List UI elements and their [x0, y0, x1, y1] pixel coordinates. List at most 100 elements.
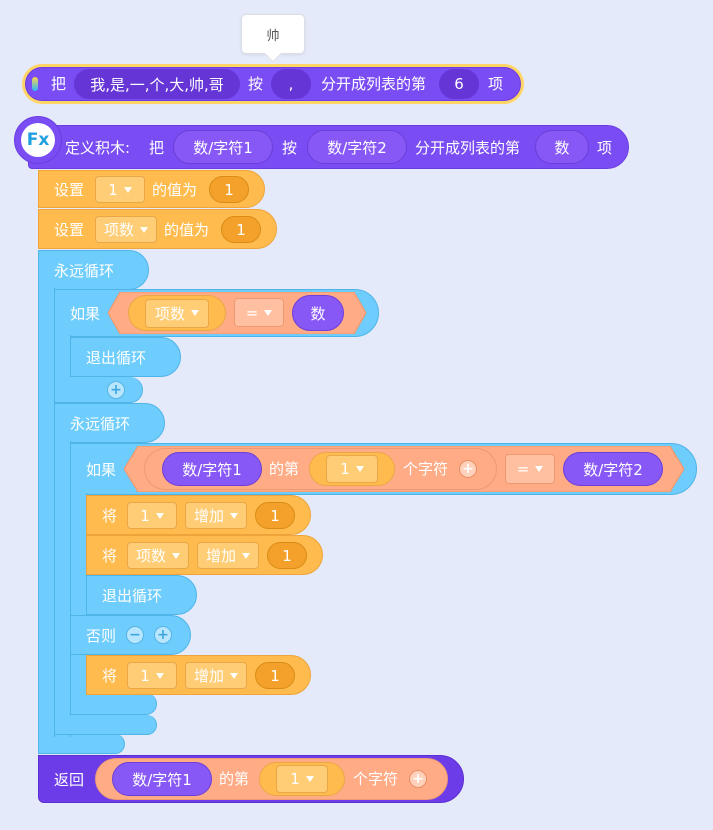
- change2-action-value: 增加: [205, 547, 236, 565]
- if1-operator-dropdown[interactable]: =: [234, 298, 284, 327]
- change-variable-block-3[interactable]: 将 1 增加 1: [86, 655, 311, 695]
- set2-value-input[interactable]: 1: [221, 216, 261, 243]
- if2-right-value: 数/字符2: [583, 460, 643, 479]
- call-block[interactable]: 把 我,是,一,个,大,帅,哥 按 , 分开成列表的第 6 项: [25, 67, 521, 101]
- change3-value-input[interactable]: 1: [255, 662, 295, 689]
- define-block[interactable]: 定义积木: 把 数/字符1 按 数/字符2 分开成列表的第 数 项: [28, 125, 629, 169]
- break2-label: 退出循环: [102, 587, 163, 605]
- set-variable-block-1[interactable]: 设置 1 的值为 1: [38, 170, 265, 208]
- change2-action-dropdown[interactable]: 增加: [197, 542, 259, 569]
- if2-right-param[interactable]: 数/字符2: [563, 452, 663, 486]
- return-index-reporter[interactable]: 1: [259, 762, 345, 796]
- chevron-down-icon: [140, 226, 148, 233]
- call-xiang-label: 项: [488, 75, 504, 93]
- forever-loop-inner-foot: [54, 715, 157, 735]
- else-add-button[interactable]: +: [154, 626, 172, 644]
- define-param2[interactable]: 数/字符2: [307, 130, 407, 164]
- change2-value-input[interactable]: 1: [267, 542, 307, 569]
- else-remove-button[interactable]: −: [126, 626, 144, 644]
- function-icon: Fx: [14, 116, 62, 164]
- return-label: 返回: [54, 771, 85, 789]
- set2-var-value: 项数: [103, 221, 134, 239]
- if2-add-arg-button[interactable]: +: [459, 460, 477, 478]
- chevron-down-icon: [242, 552, 250, 559]
- if2-de-label: 的第: [269, 460, 300, 478]
- if1-right-param[interactable]: 数: [292, 295, 344, 331]
- call-text-input[interactable]: 我,是,一,个,大,帅,哥: [74, 69, 240, 99]
- chevron-down-icon: [191, 310, 199, 316]
- change2-variable-dropdown[interactable]: 项数: [127, 542, 189, 569]
- if1-variable-reporter[interactable]: 项数: [128, 295, 226, 331]
- return-index-value: 1: [290, 770, 300, 788]
- change1-value: 1: [270, 506, 280, 525]
- if1-variable-dropdown[interactable]: 项数: [145, 298, 209, 328]
- return-param[interactable]: 数/字符1: [112, 762, 212, 796]
- change3-action-dropdown[interactable]: 增加: [185, 662, 247, 689]
- change1-action-dropdown[interactable]: 增加: [185, 502, 247, 529]
- define-param1-label: 数/字符1: [193, 138, 253, 157]
- chevron-down-icon: [264, 309, 273, 316]
- if2-index-reporter[interactable]: 1: [309, 452, 395, 486]
- return-de-label: 的第: [219, 770, 250, 788]
- break-loop-block-2[interactable]: 退出循环: [86, 575, 197, 615]
- chevron-down-icon: [230, 512, 238, 519]
- call-suffix-label: 分开成列表的第: [321, 75, 427, 93]
- forever2-label: 永远循环: [70, 415, 131, 433]
- chevron-down-icon: [123, 186, 132, 193]
- tooltip-text: 帅: [266, 28, 280, 44]
- call-block-notch: [32, 77, 38, 91]
- define-label: 定义积木:: [65, 139, 131, 157]
- forever-loop-outer-header[interactable]: 永远循环: [38, 250, 149, 290]
- if2-operator-dropdown[interactable]: =: [505, 454, 555, 484]
- return-index-dropdown[interactable]: 1: [276, 765, 328, 793]
- chevron-down-icon: [230, 672, 238, 679]
- call-an-label: 按: [248, 75, 264, 93]
- define-xiang-label: 项: [597, 139, 613, 157]
- define-param3-label: 数: [554, 138, 570, 157]
- chevron-down-icon: [155, 512, 164, 519]
- call-sep-input[interactable]: ,: [271, 69, 311, 99]
- set2-label: 设置: [54, 221, 85, 239]
- if1-op-value: =: [245, 303, 259, 322]
- if-block-1-foot: [54, 377, 143, 403]
- set2-variable-dropdown[interactable]: 项数: [95, 216, 157, 243]
- call-index-input[interactable]: 6: [439, 69, 479, 99]
- chevron-down-icon: [305, 776, 314, 782]
- change3-action-value: 增加: [193, 667, 224, 685]
- if1-add-else-button[interactable]: +: [107, 381, 125, 399]
- if-block-2-foot: [70, 693, 157, 715]
- define-param1[interactable]: 数/字符1: [173, 130, 273, 164]
- forever-loop-outer-arm: [38, 288, 55, 754]
- set-variable-block-2[interactable]: 设置 项数 的值为 1: [38, 209, 277, 249]
- break-loop-block-1[interactable]: 退出循环: [70, 337, 181, 377]
- if2-param[interactable]: 数/字符1: [162, 452, 262, 486]
- if2-op-value: =: [516, 460, 530, 478]
- set2-value: 1: [236, 220, 246, 239]
- define-param2-label: 数/字符2: [327, 138, 387, 157]
- forever1-label: 永远循环: [54, 262, 115, 280]
- change1-label: 将: [102, 507, 118, 525]
- if-block-1-arm: [54, 335, 71, 379]
- change3-variable-dropdown[interactable]: 1: [127, 662, 177, 689]
- return-add-arg-button[interactable]: +: [409, 770, 427, 788]
- forever-loop-outer-foot: [38, 734, 125, 754]
- if2-index-dropdown[interactable]: 1: [326, 455, 378, 483]
- if2-label: 如果: [86, 461, 117, 479]
- chevron-down-icon: [355, 466, 364, 472]
- change1-value-input[interactable]: 1: [255, 502, 295, 529]
- if1-var-value: 项数: [154, 304, 185, 323]
- set1-variable-dropdown[interactable]: 1: [95, 176, 145, 203]
- set1-label: 设置: [54, 181, 85, 199]
- set1-value-input[interactable]: 1: [209, 176, 249, 203]
- change-variable-block-2[interactable]: 将 项数 增加 1: [86, 535, 323, 575]
- change3-value: 1: [270, 666, 280, 685]
- change1-variable-dropdown[interactable]: 1: [127, 502, 177, 529]
- define-ba-label: 把: [149, 139, 165, 157]
- define-an-label: 按: [282, 139, 298, 157]
- call-ba-label: 把: [51, 75, 67, 93]
- set2-mid-label: 的值为: [164, 221, 210, 239]
- change-variable-block-1[interactable]: 将 1 增加 1: [86, 495, 311, 535]
- break1-label: 退出循环: [86, 349, 147, 367]
- forever-loop-inner-header[interactable]: 永远循环: [54, 403, 165, 443]
- define-param3[interactable]: 数: [535, 130, 589, 164]
